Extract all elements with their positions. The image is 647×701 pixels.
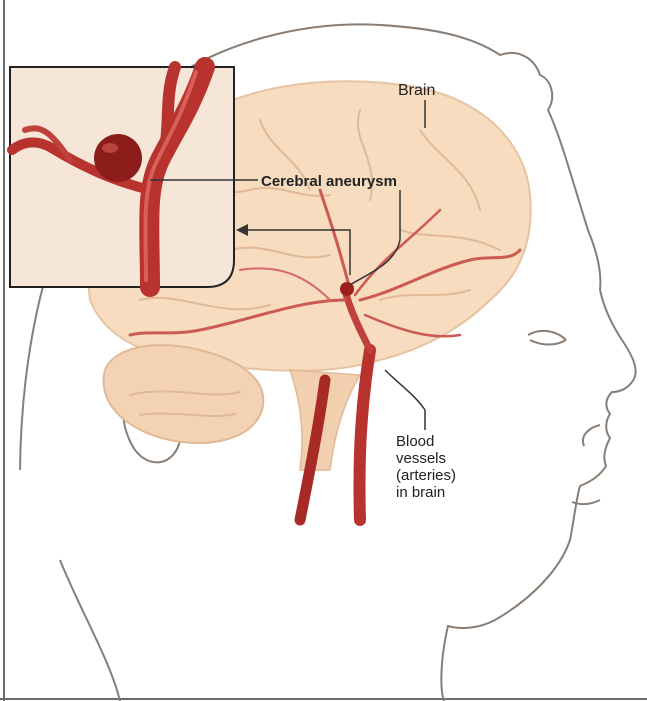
face-profile	[441, 290, 635, 701]
carotid-artery-front	[359, 350, 370, 520]
blood-vessels-label-line1: Blood	[396, 433, 434, 450]
eye	[528, 331, 566, 345]
nostril	[583, 425, 600, 446]
blood-vessels-label-line4: in brain	[396, 484, 445, 501]
blood-vessels-label-line2: vessels	[396, 450, 446, 467]
cerebral-aneurysm-label: Cerebral aneurysm	[261, 173, 397, 190]
neck-back	[60, 560, 120, 701]
brain-label: Brain	[398, 82, 435, 99]
aneurysm-inset	[10, 67, 234, 287]
vessels-leader	[385, 370, 425, 430]
inset-aneurysm-sac	[94, 134, 142, 182]
blood-vessels-label-line3: (arteries)	[396, 467, 456, 484]
inset-aneurysm-shine	[102, 143, 118, 153]
